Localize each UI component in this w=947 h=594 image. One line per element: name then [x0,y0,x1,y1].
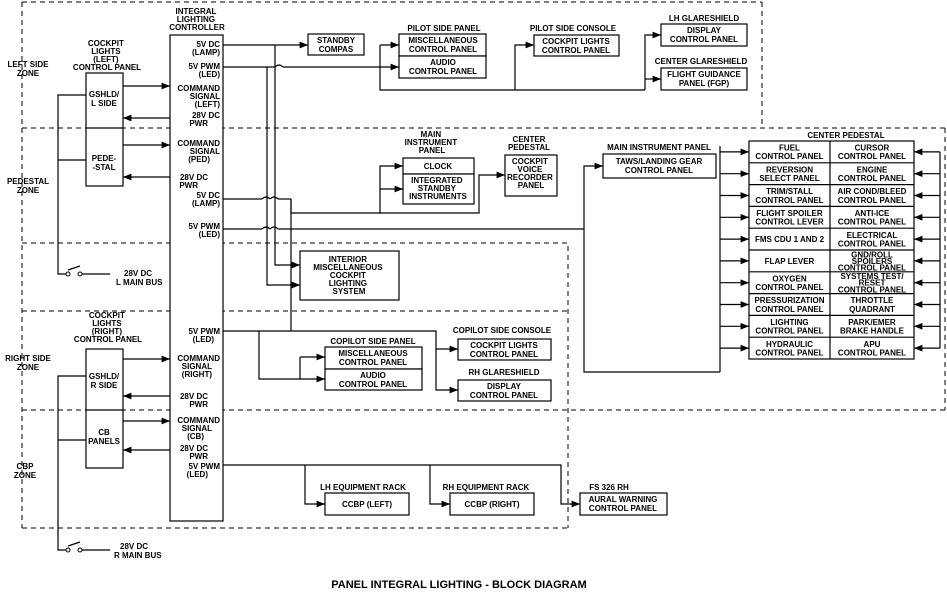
left-panel-heading: COCKPIT LIGHTS (LEFT) CONTROL PANEL [73,39,141,72]
port-led-right: 5V PWM(LED) [188,327,220,344]
main-instrument-panel-left-heading: MAIN INSTRUMENT PANEL [405,130,460,155]
interior-misc-box [299,250,400,301]
right-bus-wiring [57,375,110,553]
pedestal-wiring [223,146,721,373]
center-glareshield-heading: CENTER GLARESHIELD [655,57,748,66]
copilot-side-panel-heading: COPILOT SIDE PANEL [330,337,415,346]
integral-lighting-controller [169,34,224,522]
cbp-wiring [223,464,580,508]
port-lamp-left: 5V DC(LAMP) [192,40,220,57]
interior-misc-label: INTERIOR MISCELLANEOUS COCKPIT LIGHTING … [313,255,385,296]
right-side-wiring [223,229,458,394]
right-panel-heading: COCKPIT LIGHTS (RIGHT) CONTROL PANEL [74,311,142,344]
port-led-left: 5V PWM(LED) [188,62,220,79]
cvr-label: COCKPIT VOICE RECORDER PANEL [507,157,555,190]
pilot-side-console-heading: PILOT SIDE CONSOLE [530,24,617,33]
pedestal-label: PEDE--STAL [92,154,117,172]
center-pedestal-heading: CENTER PEDESTAL [807,131,884,140]
rh-equipment-rack-heading: RH EQUIPMENT RACK [443,483,530,492]
left-panel-box [85,72,124,187]
rh-glareshield-heading: RH GLARESHIELD [468,368,539,377]
main-instrument-panel-right-heading: MAIN INSTRUMENT PANEL [607,143,711,152]
lh-glareshield-heading: LH GLARESHIELD [669,14,739,23]
right-panel-box [85,348,124,469]
controller-title: INTEGRAL LIGHTING CONTROLLER [169,7,225,32]
pedestal-cell-left-4: FMS CDU 1 AND 2 [755,235,825,244]
ccbp-right-label: CCBP (RIGHT) [465,500,520,509]
copilot-side-console-heading: COPILOT SIDE CONSOLE [453,326,552,335]
clock-label: CLOCK [424,162,453,171]
pilot-side-panel-heading: PILOT SIDE PANEL [407,24,480,33]
fs326-heading: FS 326 RH [589,483,629,492]
lh-equipment-rack-heading: LH EQUIPMENT RACK [320,483,406,492]
input-arrows [123,82,170,454]
cvr-box [504,154,558,197]
pedestal-cell-left-5: FLAP LEVER [765,257,815,266]
port-lamp-ped: 5V DC(LAMP) [192,191,220,208]
standby-instruments-label: INTEGRATED STANDBY INSTRUMENTS [409,176,467,201]
left-side-wiring [223,31,661,289]
gshld-r-side-label: GSHLD/R SIDE [89,372,120,390]
gshld-l-side-label: GSHLD/L SIDE [89,90,120,108]
port-led-cbp: 5V PWM(LED) [187,462,221,479]
ccbp-left-label: CCBP (LEFT) [342,500,392,509]
diagram-title: PANEL INTEGRAL LIGHTING - BLOCK DIAGRAM [331,579,586,591]
port-led-ped: 5V PWM(LED) [188,222,220,239]
left-bus-wiring [57,94,110,277]
